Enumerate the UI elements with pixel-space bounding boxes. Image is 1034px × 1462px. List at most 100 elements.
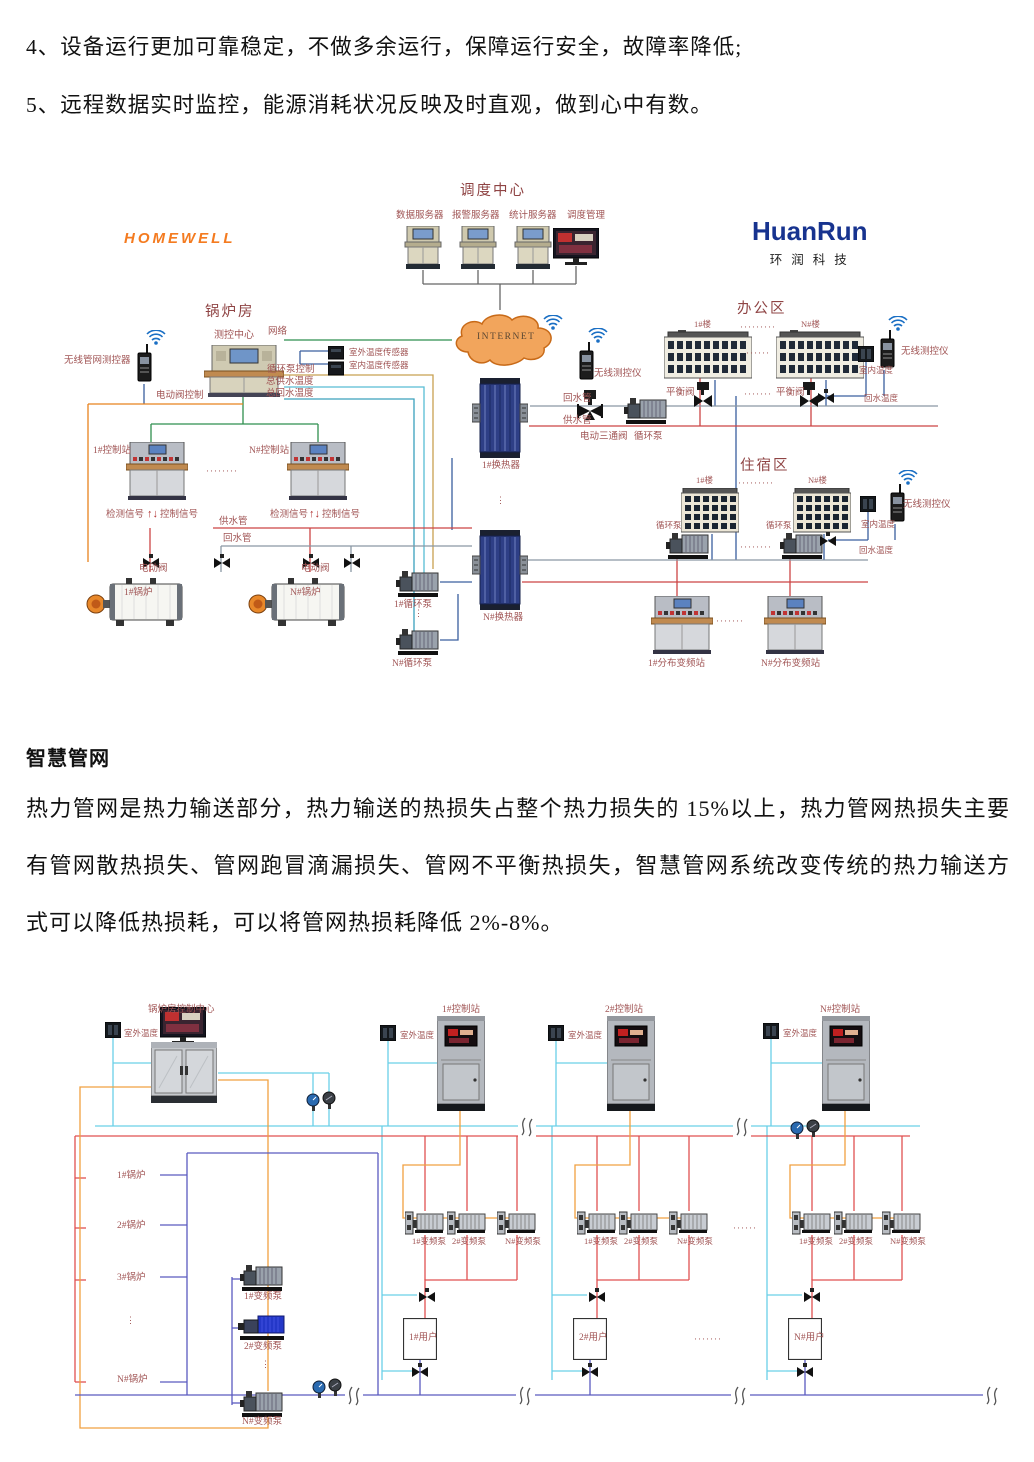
diagram-label: 办公区 xyxy=(737,301,787,317)
diagram-label: 室内温度 xyxy=(861,519,896,529)
temp-box-icon xyxy=(380,1025,396,1041)
diagram-label: N#锅炉 xyxy=(290,588,321,598)
diagram-label: 电动三通阀 xyxy=(580,432,628,442)
diagram-label: 室内温度 xyxy=(859,365,894,375)
wifi-icon xyxy=(899,470,917,485)
diagram-label: ······ xyxy=(746,348,770,358)
wireless-monitor-icon xyxy=(881,330,894,367)
diagram-label: INTERNET xyxy=(477,332,536,342)
electric-valve-icon xyxy=(214,554,230,568)
vfd-pump-icon xyxy=(405,1212,443,1234)
diagram-label: ⋮ xyxy=(126,1315,136,1325)
diagram-label: ······· xyxy=(744,389,772,399)
diagram-label: 室外温度传感器 xyxy=(349,347,409,357)
stats-server-icon xyxy=(515,226,551,269)
diagram-label: 循环泵 xyxy=(634,432,663,442)
vfd-pump-icon xyxy=(240,1391,282,1417)
diagram-label: ······· xyxy=(716,616,744,626)
diagram-label: 网络 xyxy=(268,327,288,337)
diagram-label: 平衡阀 xyxy=(776,388,805,398)
wireless-monitor-icon xyxy=(580,342,593,379)
control-station-cabinet-icon xyxy=(436,1016,486,1111)
wifi-icon xyxy=(544,315,562,330)
diagram-label: 报警服务器 xyxy=(452,211,500,221)
vfd-pump-icon xyxy=(238,1316,284,1340)
diagram-label: 锅炉房 xyxy=(205,304,255,320)
heat-exchanger-icon xyxy=(472,530,528,610)
diagram-label: 回水温度 xyxy=(864,393,899,403)
diagram-label: 室外温度 xyxy=(400,1030,435,1040)
diagram-label: 供水管 xyxy=(219,517,248,527)
pipe-break-mark xyxy=(345,1384,363,1406)
pipe-line xyxy=(440,594,459,641)
balance-valve-icon xyxy=(694,382,712,407)
diagram-label: 总回水温度 xyxy=(266,389,314,399)
diagram-label: ········ xyxy=(206,466,238,476)
diagram-label: ······· xyxy=(694,1334,722,1344)
diagram-label: ⋮ xyxy=(496,495,506,505)
diagram-label: 2#控制站 xyxy=(605,1005,644,1015)
vfd-pump-icon xyxy=(240,1265,282,1291)
diagram-label: ⋮ xyxy=(261,1359,271,1369)
temp-box-icon xyxy=(763,1023,779,1039)
vfd-pump-icon xyxy=(834,1212,872,1234)
paragraph-item-5: 5、远程数据实时监控，能源消耗状况反映及时直观，做到心中有数。 xyxy=(26,93,713,117)
diagram-label: N#变频泵 xyxy=(890,1236,926,1246)
heat-exchanger-icon xyxy=(472,378,528,458)
diagram-label: 控制信号 xyxy=(160,510,199,520)
section-body: 热力管网是热力输送部分，热力输送的热损失占整个热力损失的 15%以上，热力管网热… xyxy=(26,796,1010,935)
pipe-line xyxy=(402,1111,517,1219)
pipe-line xyxy=(811,1279,902,1318)
diagram-label: 检测信号 xyxy=(270,510,309,520)
gauge-icon xyxy=(329,1379,341,1396)
diagram-label: 平衡阀 xyxy=(666,388,695,398)
diagram-label: ↑↓ xyxy=(309,508,320,520)
dispatch-monitor-icon xyxy=(553,228,599,265)
circulation-pump-icon xyxy=(780,533,822,559)
diagram-label: N#分布变频站 xyxy=(761,659,821,669)
diagram-label: ⋮ xyxy=(414,608,424,618)
data-server-icon xyxy=(405,226,441,269)
huanrun-logo-subtext: 环润科技 xyxy=(769,253,856,267)
wifi-icon xyxy=(147,330,165,345)
vfd-station-console-icon xyxy=(651,596,713,654)
vfd-pump-icon xyxy=(669,1212,707,1234)
diagram-label: 3#锅炉 xyxy=(117,1273,146,1283)
wifi-icon xyxy=(589,328,607,343)
temp-collector-icon xyxy=(858,346,874,362)
diagram-label: 统计服务器 xyxy=(509,211,557,221)
electric-valve-icon xyxy=(344,554,360,568)
office-building-icon xyxy=(664,330,752,378)
pipe-break-mark xyxy=(731,1384,749,1406)
diagram-label: 1#楼 xyxy=(694,319,712,329)
pipe-line xyxy=(596,1279,689,1318)
diagram-label: N#变频泵 xyxy=(505,1236,541,1246)
vfd-pump-icon xyxy=(497,1212,535,1234)
diagram-label: ↑↓ xyxy=(147,508,158,520)
vfd-pump-icon xyxy=(882,1212,920,1234)
section-heading: 智慧管网 xyxy=(26,748,110,770)
diagram-label: 回水管 xyxy=(563,394,592,404)
circulation-pump-icon xyxy=(396,571,438,597)
diagram-label: 控制信号 xyxy=(322,510,361,520)
diagram-label: 室外温度 xyxy=(568,1030,603,1040)
pipe-line xyxy=(79,1086,269,1429)
diagram-label: 1#换热器 xyxy=(482,461,521,471)
wireless-monitor-icon xyxy=(138,344,151,381)
alarm-server-icon xyxy=(460,226,496,269)
vfd-station-console-icon xyxy=(764,596,826,654)
diagram-label: N#循环泵 xyxy=(392,659,433,669)
diagram-label: N#控制站 xyxy=(249,446,290,456)
huanrun-logo-text: HuanRun xyxy=(752,216,868,246)
boiler-icon xyxy=(249,578,344,626)
wifi-icon xyxy=(889,316,907,331)
diagram-label: N#楼 xyxy=(808,475,827,485)
diagram-label: 1#锅炉 xyxy=(124,588,153,598)
control-station-cabinet-icon xyxy=(821,1016,871,1111)
diagram-label: 室外温度 xyxy=(783,1028,818,1038)
pipe-break-mark xyxy=(516,1384,534,1406)
diagram-label: 总供水温度 xyxy=(266,377,314,387)
circulation-pump-icon xyxy=(396,629,438,655)
pipe-line xyxy=(284,386,425,574)
